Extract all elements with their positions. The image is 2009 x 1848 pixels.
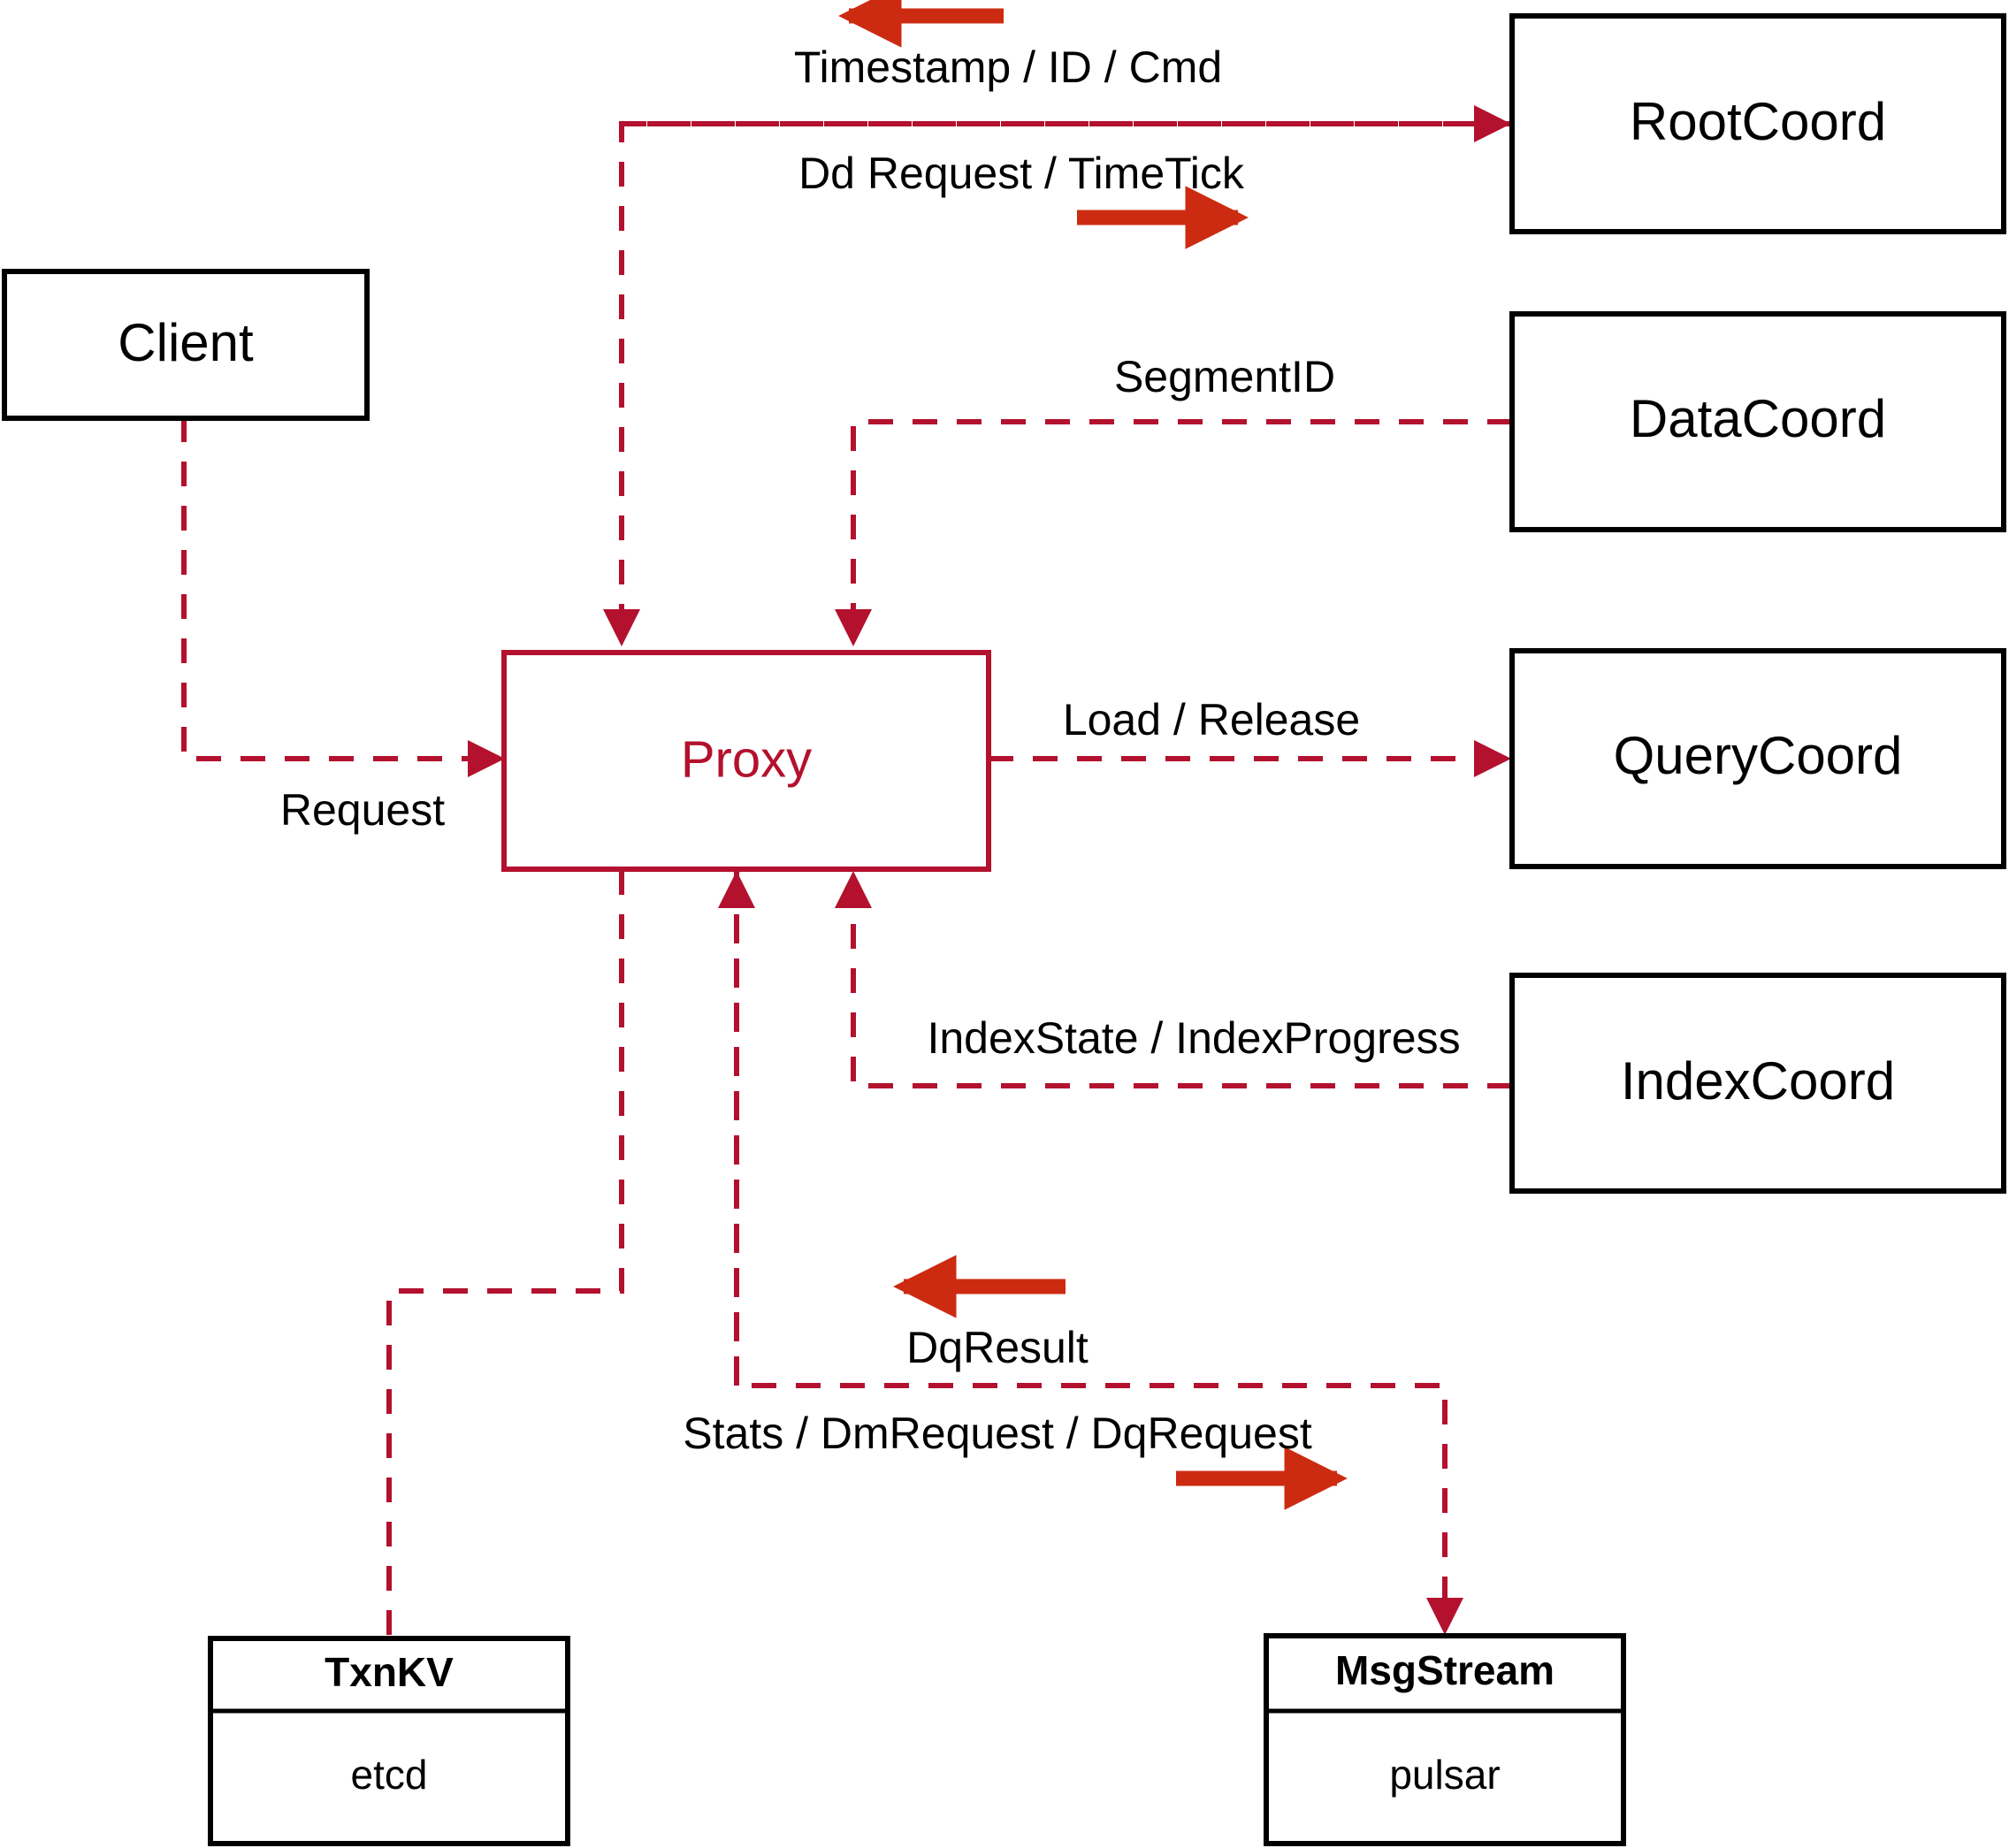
node-sublabel-msgstream: pulsar <box>1389 1752 1500 1798</box>
edge-label-dd-request-timetick: Dd Request / TimeTick <box>798 149 1245 198</box>
node-label-indexcoord: IndexCoord <box>1621 1051 1895 1111</box>
edge-label-request: Request <box>280 785 445 835</box>
node-label-datacoord: DataCoord <box>1630 389 1886 448</box>
node-label-txnkv: TxnKV <box>325 1649 454 1695</box>
node-msgstream[interactable]: MsgStream pulsar <box>1264 1633 1626 1846</box>
flow-path-stats-dmrequest-dqrequest <box>734 870 1463 1635</box>
flow-path-txnkv <box>386 870 624 1638</box>
flow-path-request <box>181 417 505 777</box>
node-indexcoord[interactable]: IndexCoord <box>1509 973 2006 1194</box>
node-rootcoord[interactable]: RootCoord <box>1509 13 2006 234</box>
edge-label-load-release: Load / Release <box>1063 695 1360 745</box>
node-label-querycoord: QueryCoord <box>1614 726 1903 785</box>
node-sublabel-txnkv: etcd <box>351 1752 428 1798</box>
edge-label-timestamp-id-cmd: Timestamp / ID / Cmd <box>794 42 1222 92</box>
flow-path-segmentid <box>835 419 1512 646</box>
node-client[interactable]: Client <box>2 269 370 421</box>
node-label-client: Client <box>118 313 254 372</box>
node-label-proxy: Proxy <box>681 730 812 788</box>
flow-path-indexstate-indexprogress <box>835 871 1512 1088</box>
flow-path-timestamp-id-cmd <box>603 121 1512 646</box>
edge-label-indexstate-indexprogress: IndexState / IndexProgress <box>927 1013 1460 1063</box>
node-querycoord[interactable]: QueryCoord <box>1509 648 2006 869</box>
edge-label-stats-dmrequest-dqrequest: Stats / DmRequest / DqRequest <box>683 1409 1312 1458</box>
node-txnkv[interactable]: TxnKV etcd <box>208 1636 570 1846</box>
node-proxy[interactable]: Proxy <box>501 650 991 872</box>
node-label-rootcoord: RootCoord <box>1630 92 1886 151</box>
node-datacoord[interactable]: DataCoord <box>1509 311 2006 532</box>
edge-label-segmentid: SegmentID <box>1114 352 1335 401</box>
edge-label-dqresult: DqResult <box>906 1323 1089 1372</box>
node-label-msgstream: MsgStream <box>1335 1647 1554 1693</box>
